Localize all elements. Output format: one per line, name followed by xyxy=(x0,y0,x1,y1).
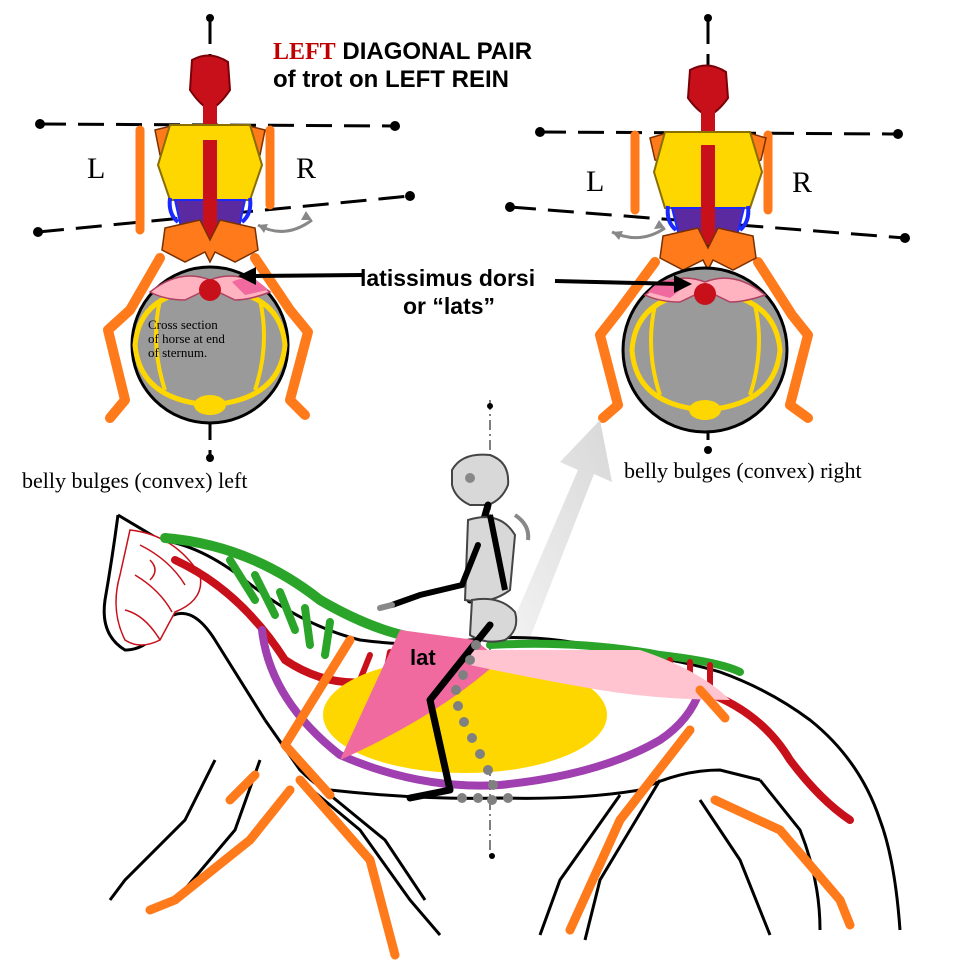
cross-section-note: Cross section of horse at end of sternum… xyxy=(148,318,225,360)
title-highlight: LEFT xyxy=(273,39,336,65)
left-belly-caption: belly bulges (convex) left xyxy=(22,468,247,494)
direction-arrow xyxy=(505,420,612,648)
left-panel-label-r: R xyxy=(296,152,316,186)
left-panel-label-l: L xyxy=(87,152,105,186)
right-panel-label-l: L xyxy=(586,165,604,199)
lats-label-line1: latissimus dorsi xyxy=(360,265,535,292)
title-rest: DIAGONAL PAIR xyxy=(336,38,532,65)
horse-lat-label: lat xyxy=(410,645,436,671)
right-panel-label-r: R xyxy=(792,166,812,200)
diagram-title-line1: LEFT DIAGONAL PAIR xyxy=(273,38,532,66)
diagram-title-line2: of trot on LEFT REIN xyxy=(273,66,509,94)
lats-label-line2: or “lats” xyxy=(403,293,495,320)
right-cross-section xyxy=(505,14,910,454)
right-belly-caption: belly bulges (convex) right xyxy=(624,458,862,484)
